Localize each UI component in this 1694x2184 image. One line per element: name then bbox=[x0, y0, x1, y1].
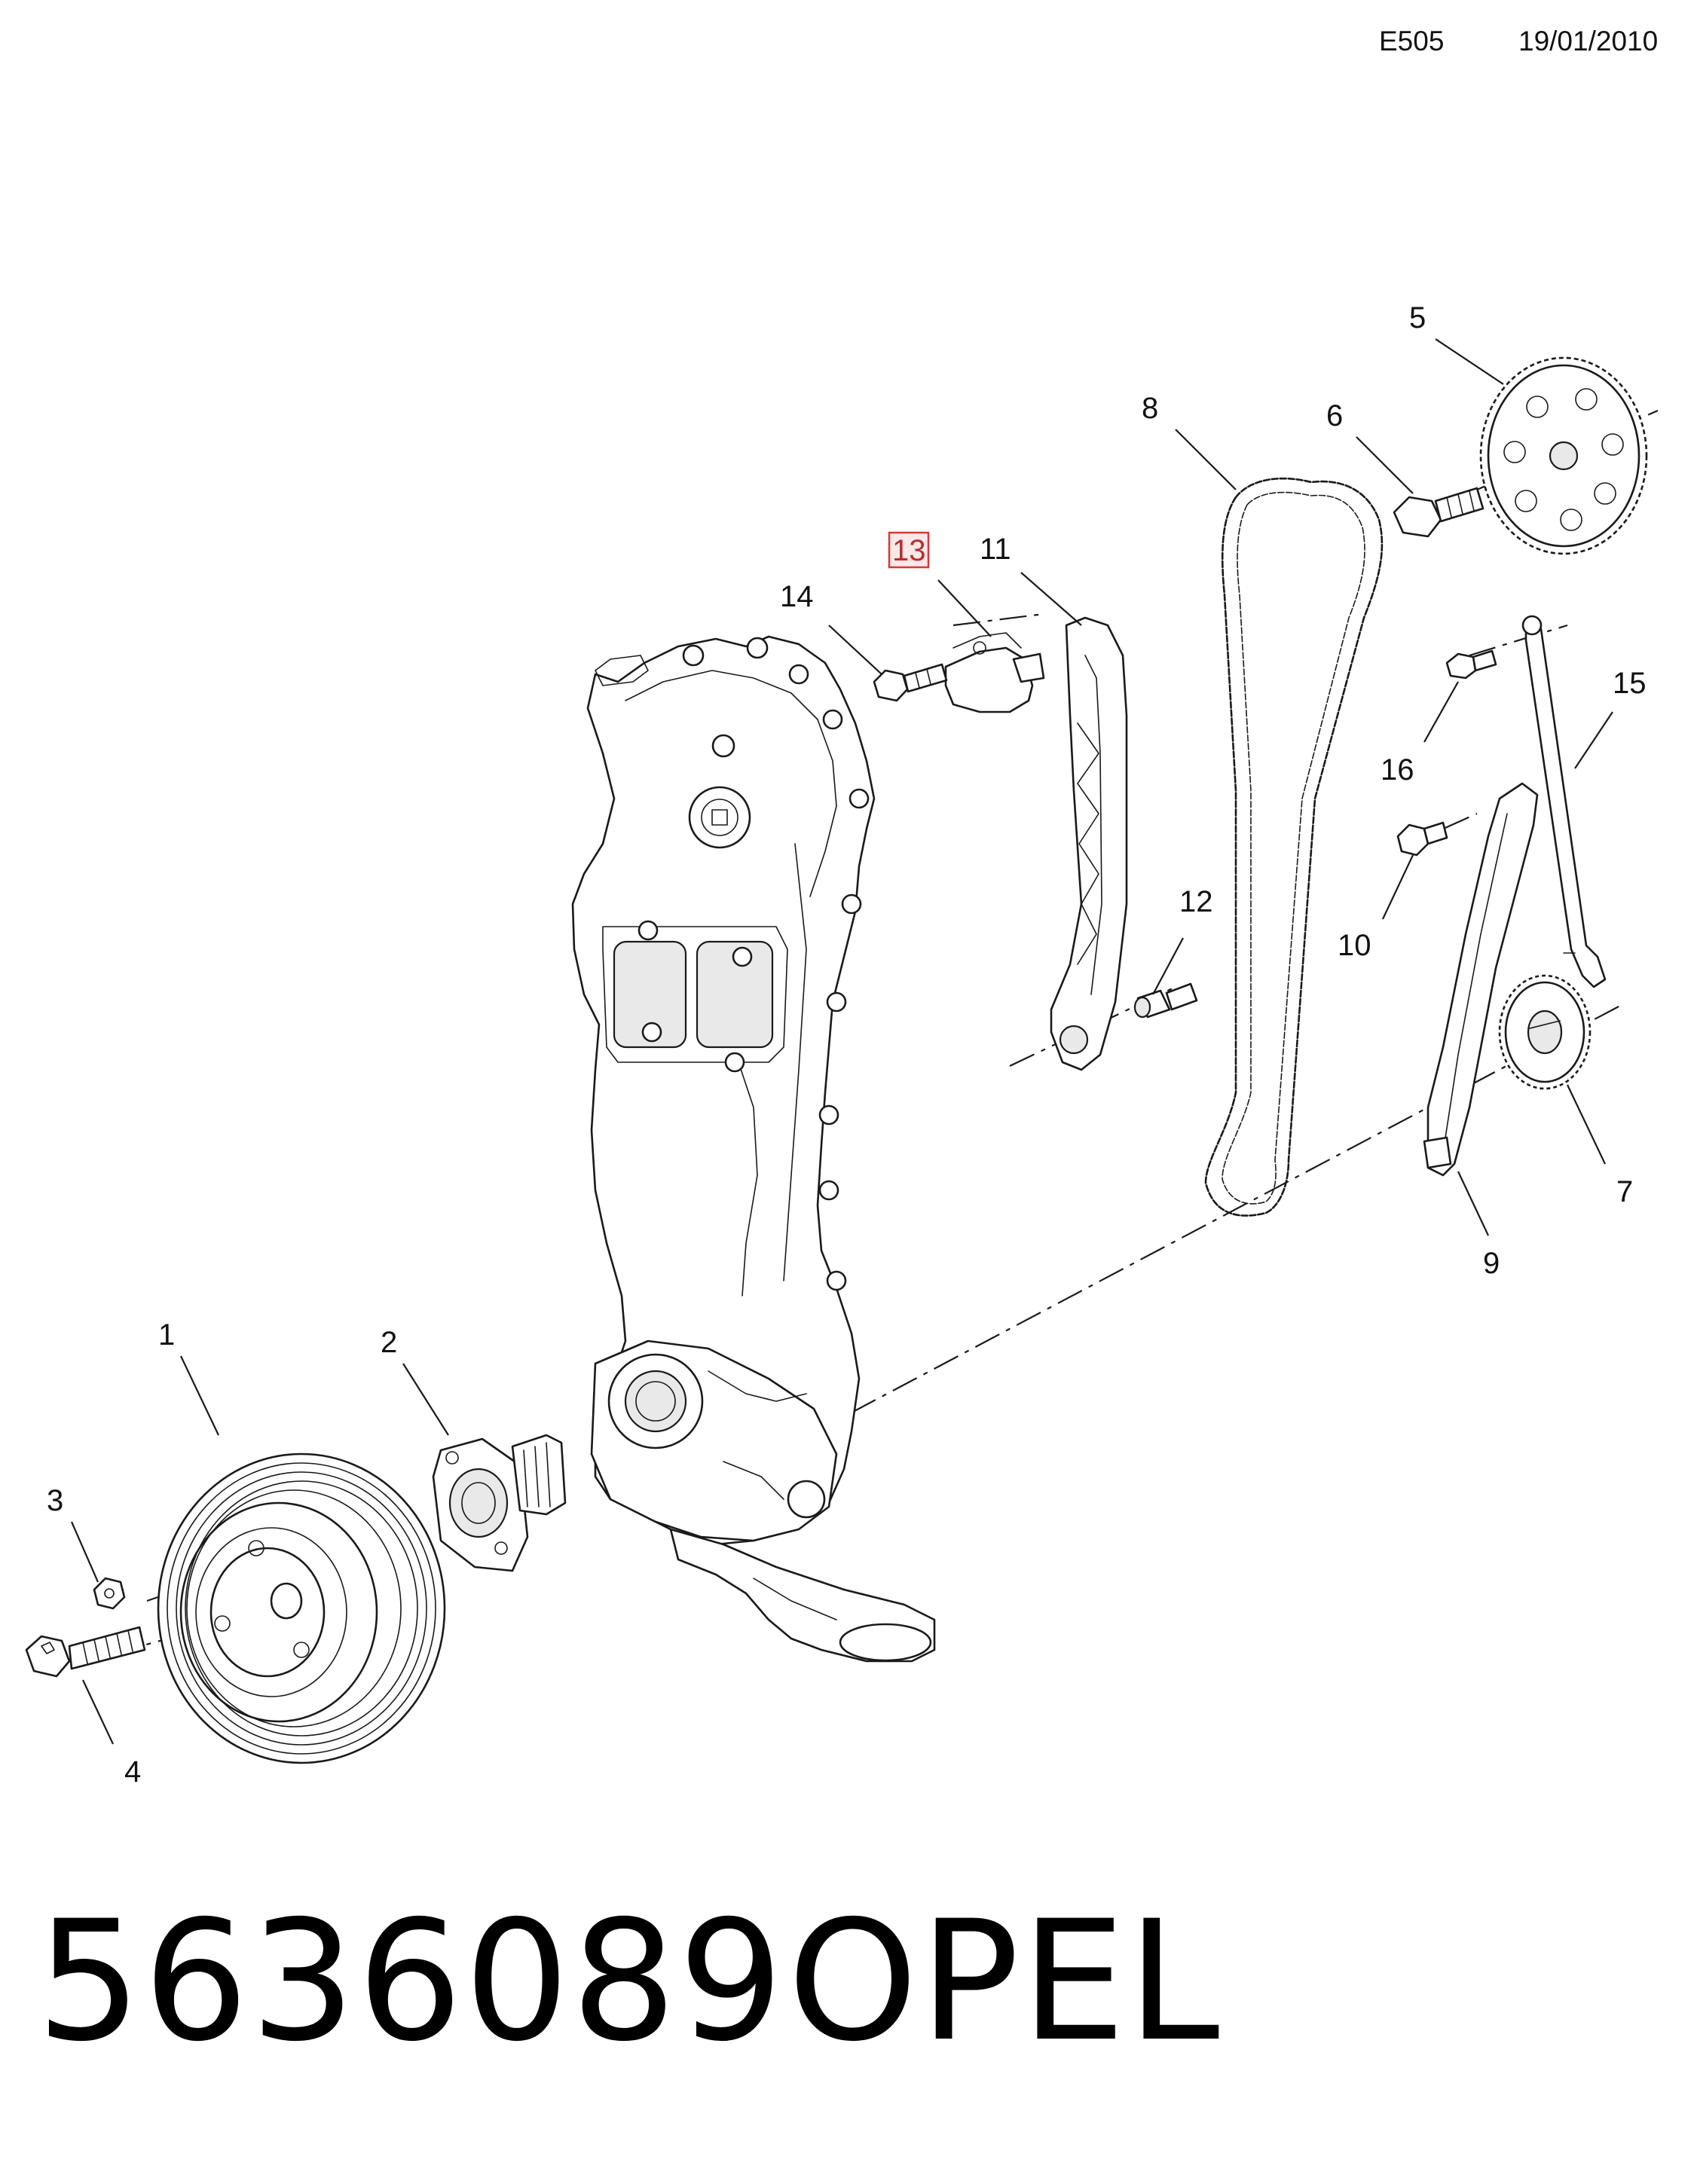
timing-cover bbox=[571, 635, 936, 1663]
callout-4: 4 bbox=[124, 1755, 141, 1788]
part-2-crank-seal bbox=[432, 1434, 567, 1572]
callout-15: 15 bbox=[1613, 667, 1647, 700]
callout-14: 14 bbox=[780, 580, 814, 613]
part-6-cam-bolt bbox=[1393, 487, 1485, 538]
callout-3: 3 bbox=[47, 1484, 63, 1517]
part-7-crank-sprocket bbox=[1498, 974, 1592, 1090]
callout-5: 5 bbox=[1409, 301, 1426, 334]
document-code: E505 bbox=[1379, 26, 1445, 57]
callout-7: 7 bbox=[1616, 1175, 1633, 1208]
callout-2: 2 bbox=[381, 1326, 397, 1359]
callout-1: 1 bbox=[158, 1318, 175, 1352]
part-4-pulley-bolt bbox=[25, 1626, 146, 1678]
part-15-guide-rod bbox=[1521, 615, 1607, 988]
callout-12: 12 bbox=[1179, 885, 1213, 918]
callout-labels: 1 2 3 4 5 6 7 8 9 10 11 12 13 14 15 16 bbox=[47, 301, 1647, 1788]
callout-9: 9 bbox=[1483, 1247, 1500, 1280]
part-number: 5636089 bbox=[36, 1885, 785, 2078]
part-16-bolt bbox=[1445, 649, 1497, 680]
part-10-guide-bolt bbox=[1396, 821, 1448, 857]
callout-13: 13 bbox=[892, 534, 926, 567]
part-11-tensioner-rail bbox=[1050, 616, 1128, 1071]
callout-16: 16 bbox=[1381, 753, 1414, 787]
oil-pump-housing bbox=[590, 1339, 838, 1542]
leader-lines bbox=[70, 338, 1613, 1745]
callout-8: 8 bbox=[1142, 392, 1158, 425]
part-5-cam-sprocket bbox=[1479, 356, 1648, 555]
callout-6: 6 bbox=[1326, 399, 1343, 432]
document-date: 19/01/2010 bbox=[1518, 26, 1659, 57]
part-9-fixed-guide bbox=[1423, 782, 1539, 1177]
part-14-tensioner-bolt bbox=[873, 663, 948, 702]
brand-name: OPEL bbox=[787, 1885, 1222, 2078]
oil-pickup-pipe bbox=[669, 1528, 936, 1663]
part-3-nut bbox=[93, 1577, 126, 1610]
part-13-chain-tensioner bbox=[944, 632, 1045, 713]
cover-bolt-bosses bbox=[638, 637, 870, 1291]
callout-13-highlight bbox=[888, 531, 930, 569]
part-1-crank-pulley bbox=[157, 1452, 446, 1764]
part-8-timing-chain bbox=[1204, 477, 1384, 1217]
callout-11: 11 bbox=[980, 533, 1011, 566]
part-12-pivot-bolt bbox=[1133, 982, 1198, 1019]
callout-10: 10 bbox=[1338, 929, 1371, 962]
